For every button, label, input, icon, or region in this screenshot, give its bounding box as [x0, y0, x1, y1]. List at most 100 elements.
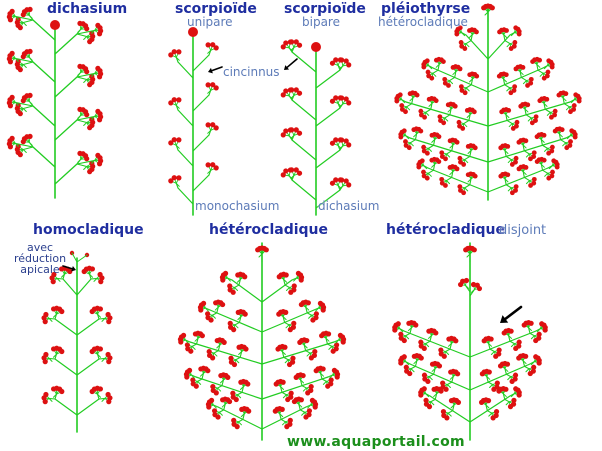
flower-bud	[97, 306, 103, 312]
flower-bud	[282, 344, 288, 350]
bract	[425, 343, 430, 348]
flower-bud	[288, 390, 294, 396]
bract	[221, 403, 226, 408]
flower-bud	[283, 40, 289, 46]
lateral-axis	[469, 330, 537, 358]
website-link[interactable]: www.aquaportail.com	[287, 434, 465, 450]
flower-bud	[533, 114, 539, 120]
bract	[235, 359, 240, 364]
bract	[28, 100, 33, 105]
lateral-axis	[469, 363, 531, 391]
flower-bud	[563, 91, 569, 97]
cyme-stalk	[543, 102, 546, 110]
bract	[507, 376, 512, 381]
lateral-axis	[469, 395, 511, 423]
bract	[467, 150, 472, 155]
flower-bud	[320, 366, 326, 372]
flower-bud	[284, 424, 290, 430]
cyme-stalk	[505, 113, 508, 121]
side-branch	[315, 189, 341, 209]
lateral-axis	[409, 363, 471, 391]
bract	[409, 97, 414, 102]
bract	[282, 394, 287, 399]
bract	[485, 404, 490, 409]
flower-bud	[422, 376, 428, 382]
flower-bud	[298, 277, 304, 283]
flower-bud	[171, 97, 177, 103]
bract	[510, 32, 515, 37]
side-branch	[315, 149, 341, 169]
flower-bud	[346, 62, 352, 68]
flower-bud	[343, 178, 349, 184]
arrow-bipare-head	[284, 65, 290, 70]
bract	[468, 34, 473, 39]
bract	[464, 159, 469, 164]
flower-bud	[190, 381, 196, 387]
cyme-stalk	[451, 171, 454, 179]
cyme-stalk	[487, 381, 494, 386]
cyme-stalk	[48, 317, 56, 320]
cyme-stalk	[502, 393, 506, 400]
bract	[505, 114, 510, 119]
cyme-stalk	[303, 344, 307, 352]
bract	[315, 307, 320, 312]
flower-bud	[205, 368, 211, 374]
flower-bud	[329, 140, 336, 146]
flower-bud	[536, 331, 542, 337]
flower-bud	[296, 170, 303, 176]
cyme-stalk	[430, 398, 436, 403]
cyme-stalk	[446, 381, 453, 386]
flower-bud	[283, 309, 289, 315]
cyme-stalk	[509, 340, 515, 345]
flower-bud	[208, 397, 215, 403]
flower-bud	[283, 272, 289, 278]
flower-bud	[226, 398, 233, 405]
bract	[306, 352, 311, 357]
flower-bud	[439, 154, 445, 159]
flower-bud	[399, 107, 405, 112]
flower-bud	[493, 409, 500, 415]
title-dichasium: dichasium	[47, 1, 128, 17]
bract	[536, 328, 541, 333]
cyme-stalk	[427, 144, 435, 149]
cyme-stalk	[325, 337, 329, 345]
arrow-disjoint-head	[500, 315, 509, 323]
cyme-stalk	[446, 150, 453, 155]
bract	[91, 29, 96, 34]
bract	[543, 65, 548, 70]
note-avec-reduction-apicale: avec réduction apicale	[12, 242, 68, 275]
bract	[543, 102, 548, 107]
cyme-stalk	[519, 71, 522, 79]
bract	[93, 277, 98, 282]
bract	[524, 108, 529, 113]
flower-bud	[246, 408, 252, 414]
bract	[101, 317, 106, 322]
flower-bud	[329, 98, 336, 104]
bract	[467, 178, 472, 183]
bract	[91, 72, 96, 77]
lateral-axis	[217, 406, 263, 430]
bract	[508, 334, 513, 339]
flower-bud	[225, 374, 231, 380]
flower-bud	[9, 135, 15, 141]
pedicel	[71, 252, 78, 263]
flower-bud	[505, 144, 511, 149]
cyme-stalk	[504, 149, 507, 157]
bract	[449, 80, 454, 85]
flower-bud	[231, 417, 237, 423]
flower-bud	[459, 43, 465, 49]
flower-bud	[210, 122, 216, 128]
flower-bud	[424, 58, 430, 64]
flower-bud	[418, 108, 424, 114]
flower-bud	[328, 377, 334, 383]
flower-bud	[176, 97, 182, 103]
flower-bud	[512, 40, 518, 45]
flower-bud	[550, 169, 555, 175]
lateral-axis	[261, 341, 335, 365]
side-branch	[32, 19, 56, 41]
bract	[236, 278, 241, 283]
flower-bud	[508, 46, 514, 51]
flower-bud	[404, 368, 410, 374]
flower-bud	[286, 361, 293, 368]
bract	[288, 95, 293, 100]
